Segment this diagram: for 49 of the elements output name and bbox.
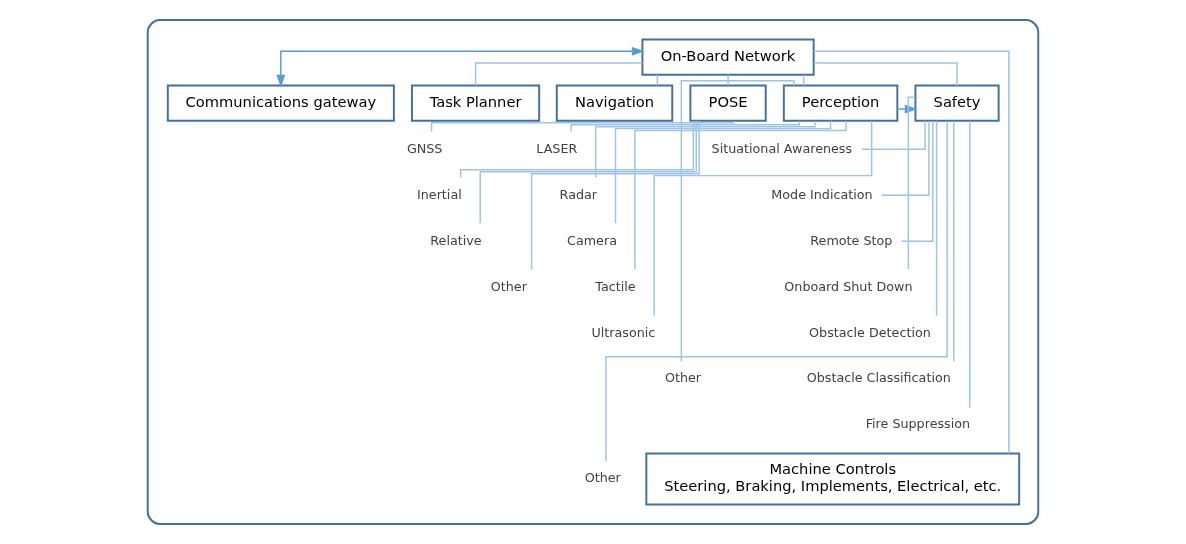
node-text: Obstacle Detection [809, 324, 931, 340]
connector [907, 96, 916, 271]
node-text: Camera [567, 232, 617, 248]
node-box: Task Planner [410, 84, 541, 122]
connector [614, 120, 832, 225]
connector [900, 120, 934, 242]
node-text: Inertial [417, 186, 462, 202]
node-text: Onboard Shut Down [784, 278, 913, 294]
node-box: Communications gateway [166, 84, 395, 122]
node-text: LASER [536, 140, 578, 156]
node-text: Fire Suppression [865, 416, 971, 432]
node-box: Safety [914, 84, 1000, 122]
node-box: Navigation [555, 84, 674, 122]
node-text: Obstacle Classification [806, 370, 951, 386]
connector [953, 120, 955, 362]
node-text: Other [490, 278, 527, 294]
connector [969, 120, 971, 409]
connector [605, 120, 948, 462]
connector [861, 120, 926, 150]
node-text: Other [664, 370, 702, 386]
connector [474, 62, 643, 87]
cluster [146, 19, 1040, 525]
node-text: Tactile [595, 278, 636, 294]
connector [881, 120, 930, 196]
node-box: Perception [782, 84, 899, 122]
connector [479, 120, 697, 225]
connector [680, 79, 795, 363]
node-text: GNSS [406, 140, 443, 156]
connector [653, 120, 873, 317]
connector [530, 120, 700, 271]
node-text: Mode Indication [771, 186, 873, 202]
connector [570, 120, 801, 133]
node-text: Ultrasonic [591, 324, 656, 340]
connector [634, 120, 847, 271]
connector [727, 74, 729, 87]
connector [813, 50, 1010, 455]
connector [813, 62, 958, 87]
node-text: Other [584, 470, 621, 486]
node-text: Radar [559, 186, 598, 202]
node-box: POSE [689, 84, 767, 122]
node-box: Machine Controls Steering, Braking, Implements, Electrical, etc. [645, 452, 1021, 506]
node-text: Remote Stop [810, 232, 893, 248]
arrow [276, 46, 645, 88]
node-text: Situational Awareness [711, 140, 853, 156]
connector [935, 120, 938, 317]
node-box: On-Board Network [641, 38, 815, 76]
connector [594, 120, 816, 179]
node-text: Relative [430, 232, 482, 248]
connector [459, 120, 695, 179]
